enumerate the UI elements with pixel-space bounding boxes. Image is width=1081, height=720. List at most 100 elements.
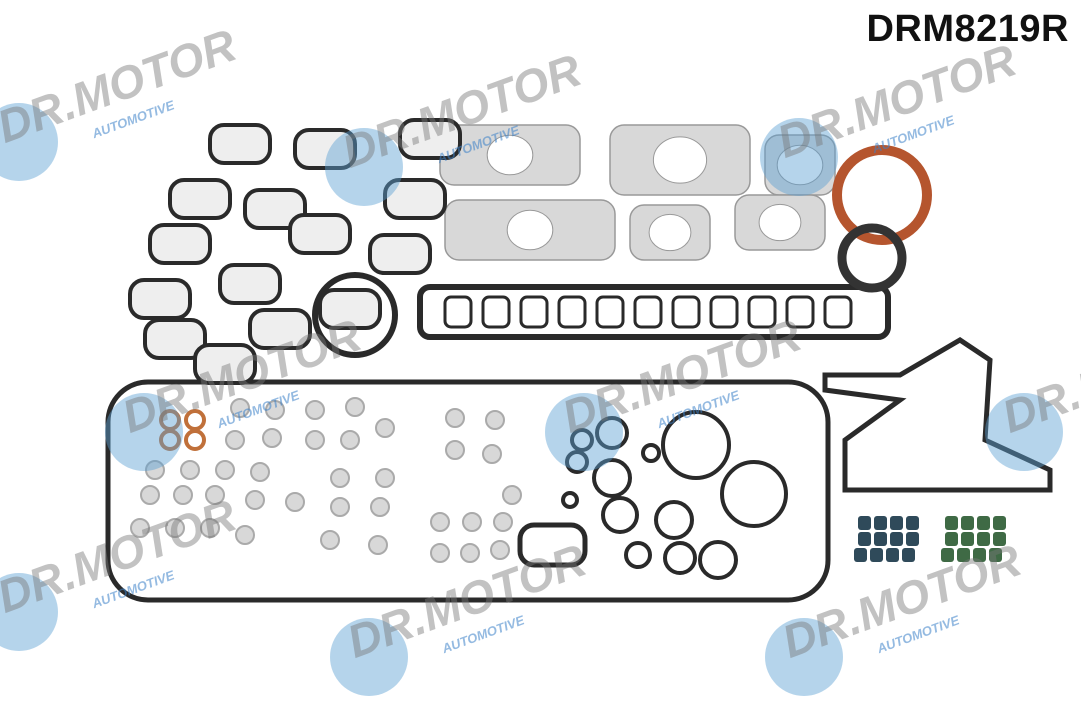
- intake-port: [633, 295, 663, 329]
- small-gasket: [288, 213, 352, 255]
- metal-washer: [330, 468, 350, 488]
- metal-washer: [375, 468, 395, 488]
- small-gasket: [128, 278, 192, 320]
- copper-washer: [184, 429, 206, 451]
- metal-washer: [200, 518, 220, 538]
- metal-washer: [173, 485, 193, 505]
- camshaft-seal: [837, 223, 907, 293]
- metal-washer: [235, 525, 255, 545]
- oil-pan-gasket: [105, 379, 831, 603]
- metal-washer: [430, 512, 450, 532]
- metal-washer: [445, 440, 465, 460]
- small-gasket: [243, 188, 307, 230]
- metal-washer: [140, 485, 160, 505]
- metal-washer: [215, 460, 235, 480]
- intake-manifold-gasket: [417, 284, 891, 340]
- metal-washer: [430, 543, 450, 563]
- small-gasket: [193, 343, 257, 385]
- intake-port: [481, 295, 511, 329]
- valve-stem-seal: [961, 516, 974, 530]
- copper-washer: [184, 409, 206, 431]
- intake-port: [709, 295, 739, 329]
- valve-stem-seal: [977, 516, 990, 530]
- small-gasket: [293, 128, 357, 170]
- gasket-port: [486, 134, 534, 176]
- small-gasket: [248, 308, 312, 350]
- intake-port: [671, 295, 701, 329]
- small-gasket: [398, 118, 462, 160]
- metal-washer: [340, 430, 360, 450]
- intake-port: [747, 295, 777, 329]
- copper-washer: [159, 429, 181, 451]
- valve-stem-seal: [941, 548, 954, 562]
- o-ring: [570, 428, 594, 452]
- o-ring: [565, 450, 589, 474]
- o-ring: [595, 416, 629, 450]
- o-ring: [601, 496, 639, 534]
- valve-stem-seal: [993, 532, 1006, 546]
- metal-washer: [370, 497, 390, 517]
- small-gasket: [368, 233, 432, 275]
- o-ring: [698, 540, 738, 580]
- copper-washer: [159, 409, 181, 431]
- metal-washer: [205, 485, 225, 505]
- o-ring: [641, 443, 661, 463]
- valve-stem-seal: [957, 548, 970, 562]
- small-gasket: [143, 318, 207, 360]
- metal-washer: [225, 430, 245, 450]
- valve-stem-seal: [945, 516, 958, 530]
- valve-stem-seal: [906, 532, 919, 546]
- metal-washer: [445, 408, 465, 428]
- metal-washer: [330, 497, 350, 517]
- small-gasket: [318, 288, 382, 330]
- valve-stem-seal: [854, 548, 867, 562]
- egr-gasket: [312, 272, 398, 358]
- o-ring: [720, 460, 788, 528]
- valve-stem-seal: [993, 516, 1006, 530]
- metal-washer: [482, 444, 502, 464]
- intake-port: [519, 295, 549, 329]
- small-gasket: [218, 263, 282, 305]
- intake-port: [785, 295, 815, 329]
- oil-pump-gasket: [822, 337, 1053, 493]
- o-ring: [663, 541, 697, 575]
- small-gasket: [148, 223, 212, 265]
- valve-stem-seal: [945, 532, 958, 546]
- o-ring: [624, 541, 652, 569]
- metal-washer: [345, 397, 365, 417]
- o-ring: [592, 458, 632, 498]
- metal-washer: [180, 460, 200, 480]
- valve-stem-seal: [902, 548, 915, 562]
- gasket-port: [758, 203, 802, 242]
- valve-stem-seal: [890, 532, 903, 546]
- intake-port: [557, 295, 587, 329]
- o-ring: [654, 500, 694, 540]
- valve-stem-seal: [874, 532, 887, 546]
- valve-stem-seal: [858, 532, 871, 546]
- valve-stem-seal: [973, 548, 986, 562]
- valve-stem-seal: [874, 516, 887, 530]
- metal-washer: [320, 530, 340, 550]
- crankshaft-seal: [832, 145, 932, 245]
- metal-washer: [305, 400, 325, 420]
- metal-washer: [262, 428, 282, 448]
- metal-washer: [375, 418, 395, 438]
- metal-washer: [245, 490, 265, 510]
- metal-washer: [165, 518, 185, 538]
- valve-stem-seal: [858, 516, 871, 530]
- metal-washer: [230, 398, 250, 418]
- oil-filter-gasket: [517, 522, 588, 568]
- metal-washer: [460, 543, 480, 563]
- gasket-port: [776, 144, 824, 186]
- valve-stem-seal: [886, 548, 899, 562]
- gasket-port: [506, 209, 554, 251]
- gasket-port: [652, 136, 708, 184]
- metal-washer: [493, 512, 513, 532]
- intake-port: [823, 295, 853, 329]
- small-gasket: [208, 123, 272, 165]
- valve-stem-seal: [977, 532, 990, 546]
- intake-port: [595, 295, 625, 329]
- metal-washer: [305, 430, 325, 450]
- metal-washer: [250, 462, 270, 482]
- metal-washer: [285, 492, 305, 512]
